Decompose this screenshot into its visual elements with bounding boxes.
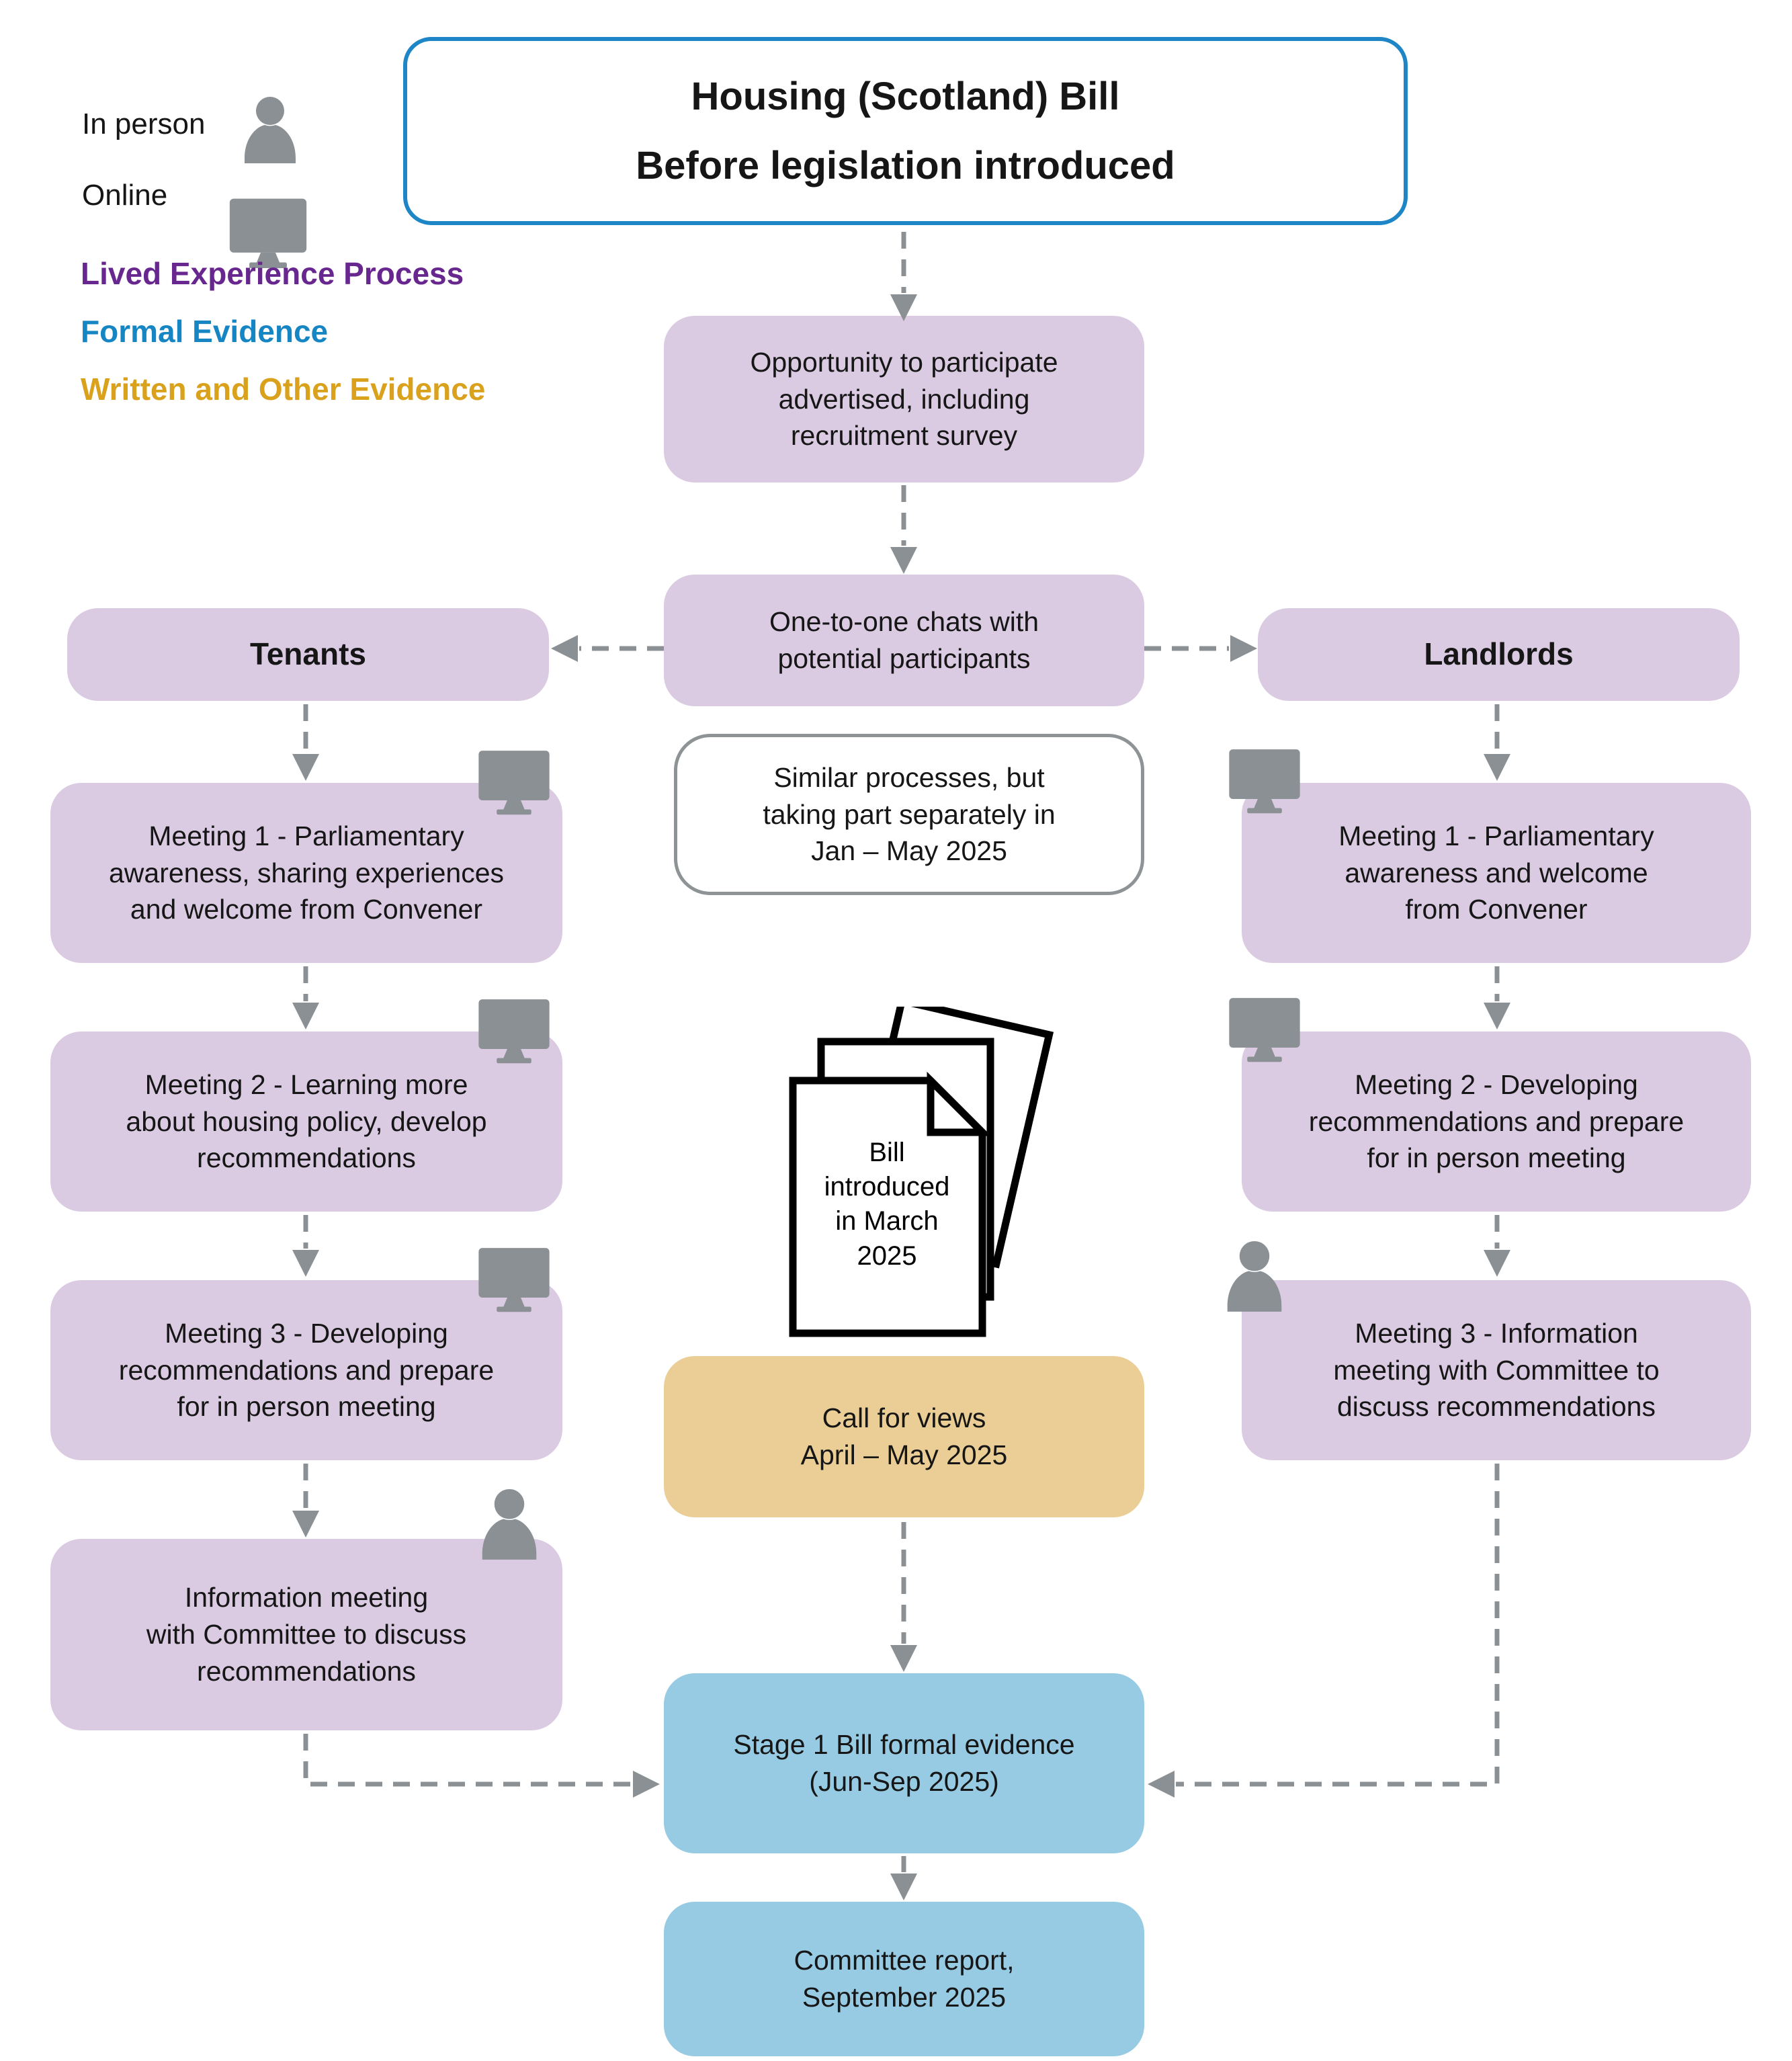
text-line: awareness and welcome: [1345, 857, 1648, 888]
tenants-info-meeting-box: Information meeting with Committee to di…: [50, 1488, 562, 1730]
text-line: Call for views: [822, 1402, 986, 1434]
text-line: September 2025: [802, 1982, 1007, 2013]
monitor-icon: [476, 1245, 552, 1312]
landlords-meeting-3-box: Meeting 3 - Information meeting with Com…: [1227, 1240, 1751, 1460]
text-line: meeting with Committee to: [1333, 1354, 1660, 1386]
call-for-views-box: Call for views April – May 2025: [664, 1356, 1144, 1517]
monitor-icon: [476, 997, 552, 1064]
tenants-header: Tenants: [67, 608, 549, 701]
text-line: Meeting 2 - Developing: [1355, 1068, 1638, 1100]
text-line: recommendations: [197, 1655, 416, 1687]
text-line: discuss recommendations: [1337, 1391, 1656, 1423]
committee-report-box: Committee report, September 2025: [664, 1902, 1144, 2056]
stage1-evidence-box: Stage 1 Bill formal evidence (Jun-Sep 20…: [664, 1673, 1144, 1853]
text-line: April – May 2025: [800, 1439, 1008, 1470]
text-line: for in person meeting: [177, 1391, 436, 1423]
text-line: taking part separately in: [763, 798, 1056, 830]
monitor-icon: [476, 748, 552, 815]
text-line: Information meeting: [184, 1582, 429, 1613]
text-line: advertised, including: [778, 383, 1030, 415]
legend-written-evidence-key: Written and Other Evidence: [81, 372, 486, 407]
document-icon: [789, 1007, 1054, 1337]
text-line: Opportunity to participate: [750, 346, 1058, 378]
one-to-one-box: One-to-one chats with potential particip…: [664, 575, 1144, 706]
tenants-meeting-2-box: Meeting 2 - Learning more about housing …: [50, 999, 562, 1212]
text-line: Meeting 1 - Parliamentary: [1338, 820, 1654, 851]
text-line: recommendations and prepare: [118, 1354, 495, 1386]
text-line: Meeting 1 - Parliamentary: [148, 820, 464, 851]
header-label: Tenants: [250, 636, 366, 672]
legend-formal-evidence-key: Formal Evidence: [81, 314, 329, 349]
person-icon: [237, 93, 304, 169]
legend-lived-experience-key: Lived Experience Process: [81, 256, 464, 291]
landlords-meeting-1-box: Meeting 1 - Parliamentary awareness and …: [1229, 749, 1751, 963]
text-line: Committee report,: [794, 1945, 1015, 1976]
person-icon: [474, 1485, 545, 1566]
text-line: and welcome from Convener: [130, 894, 483, 925]
text-line: about housing policy, develop: [126, 1105, 487, 1137]
text-line: potential participants: [777, 643, 1031, 674]
text-line: introduced: [824, 1172, 950, 1202]
text-line: recommendations and prepare: [1308, 1105, 1684, 1137]
tenants-meeting-1-box: Meeting 1 - Parliamentary awareness, sha…: [50, 751, 562, 963]
text-line: awareness, sharing experiences: [109, 857, 504, 888]
text-line: Meeting 2 - Learning more: [144, 1068, 468, 1100]
text-line: (Jun-Sep 2025): [809, 1766, 999, 1797]
text-line: from Convener: [1405, 894, 1588, 925]
title-box: Housing (Scotland) Bill Before legislati…: [403, 37, 1408, 225]
monitor-icon: [1227, 995, 1302, 1062]
person-icon: [1219, 1237, 1290, 1318]
text-line: Similar processes, but: [773, 761, 1045, 793]
opportunity-box: Opportunity to participate advertised, i…: [664, 316, 1144, 482]
bill-introduced-document: Bill introduced in March 2025: [773, 1007, 1055, 1343]
header-label: Landlords: [1424, 636, 1574, 672]
legend-in-person-label: In person: [82, 108, 206, 140]
text-line: Meeting 3 - Developing: [165, 1317, 448, 1349]
monitor-icon: [227, 196, 309, 268]
text-line: for in person meeting: [1367, 1142, 1626, 1174]
text-line: Jan – May 2025: [811, 835, 1007, 867]
text-line: 2025: [857, 1240, 917, 1271]
landlords-header: Landlords: [1258, 608, 1740, 701]
text-line: in March: [835, 1206, 939, 1236]
legend-online-label: Online: [82, 179, 168, 212]
landlords-meeting-2-box: Meeting 2 - Developing recommendations a…: [1229, 998, 1751, 1212]
text-line: One-to-one chats with: [769, 606, 1039, 638]
document-label: Bill introduced in March 2025: [809, 1136, 965, 1273]
text-line: recommendations: [197, 1142, 416, 1174]
text-line: recruitment survey: [790, 420, 1018, 452]
title-line: Housing (Scotland) Bill: [691, 75, 1120, 118]
similar-processes-note: Similar processes, but taking part separ…: [674, 734, 1144, 895]
text-line: with Committee to discuss: [146, 1619, 467, 1650]
tenants-meeting-3-box: Meeting 3 - Developing recommendations a…: [50, 1248, 562, 1460]
title-line: Before legislation introduced: [636, 144, 1175, 187]
text-line: Stage 1 Bill formal evidence: [733, 1729, 1075, 1761]
monitor-icon: [1227, 747, 1302, 814]
text-line: Bill: [869, 1138, 905, 1167]
text-line: Meeting 3 - Information: [1355, 1317, 1638, 1349]
